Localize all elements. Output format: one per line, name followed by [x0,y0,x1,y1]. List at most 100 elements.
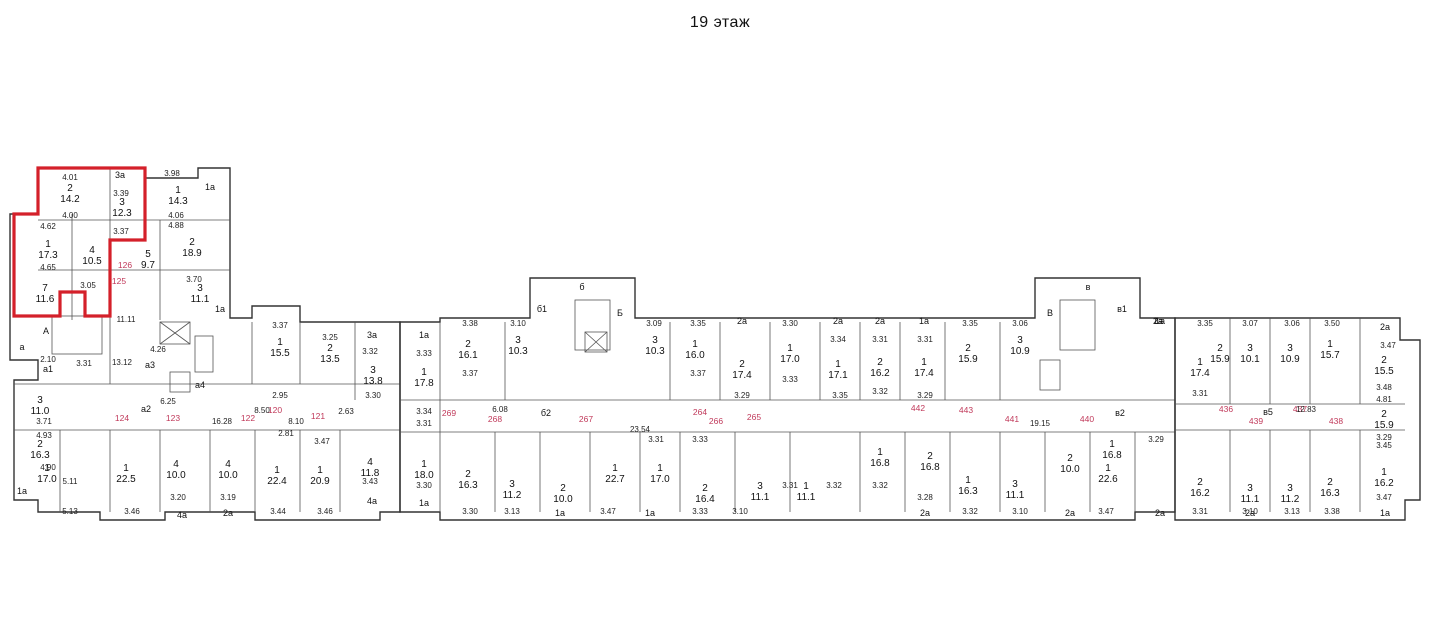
middle-dimension: 3.38 [462,319,478,328]
middle-room-number: 3 [515,335,521,346]
right-wing-room-area: 11.1 [1241,494,1260,505]
left-wing-dimension: 13.12 [112,358,133,367]
left-wing-dimension: 2.81 [278,429,294,438]
right-wing-room-number: 1 [1381,467,1387,478]
right-wing-dimension: 3.35 [1197,319,1213,328]
left-wing-dimension: 3.37 [272,321,288,330]
middle-dimension: 3.35 [962,319,978,328]
left-wing-zone-label: а3 [145,360,155,370]
right-wing-room-number: 3 [1287,343,1293,354]
middle-room-area: 10.0 [553,494,573,505]
left-wing-room-number: 1 [44,463,50,474]
left-wing-dimension: 4.65 [40,263,56,272]
highlighted-apartment-outline[interactable] [12,166,147,318]
left-wing-room-number: 3 [119,197,125,208]
middle-dimension: 3.34 [416,407,432,416]
middle-room-number: 2 [877,357,883,368]
right-wing-room-number: 2 [1197,477,1203,488]
middle-room-number: 3 [1017,335,1023,346]
middle-zone-label: б [579,282,584,292]
middle-room-number: 3 [652,335,658,346]
middle-room-number: 2 [702,483,708,494]
middle-room-area: 16.3 [958,486,978,497]
left-wing-apartment-number: 125 [112,276,126,286]
floor-title: 19 этаж [689,14,751,31]
middle-dimension: 3.29 [1148,435,1164,444]
left-wing-room-number: 1 [123,463,129,474]
middle-apartment-number: 266 [709,416,723,426]
left-wing-room-area: 11.6 [36,294,55,305]
middle-dimension: 6.08 [492,405,508,414]
right-wing-room-area: 15.5 [1374,366,1394,377]
middle-zone-label: в [1086,282,1091,292]
middle-room-area: 10.3 [645,346,665,357]
right-wing-zone-label: в5 [1263,407,1273,417]
left-wing-zone-label: 4а [367,496,377,506]
left-wing-apartment-number: 124 [115,413,129,423]
left-wing-dimension: 5.13 [62,507,78,516]
left-wing-room-number: 1 [277,337,283,348]
left-wing-dimension: 8.50 [254,406,270,415]
left-wing-room-number: 2 [67,183,73,194]
left-wing-zone-label: А [43,326,49,336]
left-wing-room-area: 14.2 [60,194,80,205]
left-wing-dimension: 3.46 [124,507,140,516]
left-wing-room-number: 1 [45,239,51,250]
right-wing-apartment-number: 436 [1219,404,1233,414]
right-wing-zone-label: 2а [1380,322,1390,332]
middle-room-number: 1 [657,463,663,474]
right-wing-room-area: 16.2 [1190,488,1210,499]
left-wing-zone-label: а [19,342,24,352]
middle-room-area: 16.8 [870,458,890,469]
middle-room-number: 1 [612,463,618,474]
left-wing-room-area: 18.9 [182,248,202,259]
right-wing-room-area: 10.1 [1240,354,1260,365]
left-wing-room-number: 5 [145,249,151,260]
middle-room-area: 16.1 [458,350,478,361]
right-wing-room-number: 3 [1247,343,1253,354]
right-wing-walls [1174,317,1421,521]
right-wing-room-area: 11.2 [1281,494,1300,505]
middle-room-area: 22.7 [605,474,625,485]
left-wing-room-area: 16.3 [30,450,50,461]
left-wing-dimension: 4.01 [62,173,78,182]
right-wing-room-number: 2 [1327,477,1333,488]
right-wing-room-number: 2 [1381,355,1387,366]
left-wing-room-area: 10.5 [82,256,102,267]
left-wing-room-area: 17.3 [38,250,58,261]
left-wing-room-number: 4 [225,459,231,470]
left-wing-dimension: 11.11 [117,315,136,324]
middle-dimension: 3.33 [782,375,798,384]
left-wing-dimension: 3.98 [164,169,180,178]
middle-room-number: 1 [421,367,427,378]
middle-room-area: 17.1 [828,370,848,381]
right-wing-room-number: 2 [1381,409,1387,420]
middle-room-number: 1 [921,357,927,368]
right-wing-dimension: 3.38 [1324,507,1340,516]
middle-dimension: 3.31 [416,419,432,428]
right-wing-room-area: 10.9 [1280,354,1300,365]
left-wing-dimension: 6.25 [160,397,176,406]
left-wing-room-number: 4 [367,457,373,468]
right-wing-room-area: 15.7 [1320,350,1340,361]
left-wing-dimension: 3.71 [36,417,52,426]
right-wing-dimension: 3.31 [1192,389,1208,398]
middle-dimension: 3.30 [462,507,478,516]
middle-room-area: 11.1 [751,492,770,503]
middle-room-area: 16.0 [685,350,705,361]
middle-dimension: 3.32 [962,507,978,516]
middle-zone-label: 2а [1153,316,1163,326]
left-wing-room-number: 3 [197,283,203,294]
right-wing-apartment-number: 438 [1329,416,1343,426]
right-wing-apartment-number: 437 [1293,404,1307,414]
left-wing-dimension: 4.90 [40,463,56,472]
middle-dimension: 3.31 [648,435,664,444]
right-wing-dimension: 3.07 [1242,319,1258,328]
middle-apartment-number: 265 [747,412,761,422]
right-wing-dimension: 4.81 [1376,395,1392,404]
middle-room-area: 17.4 [732,370,752,381]
left-wing-dimension: 3.32 [362,347,378,356]
middle-room-area: 17.0 [780,354,800,365]
right-wing-room-number: 1 [1197,357,1203,368]
